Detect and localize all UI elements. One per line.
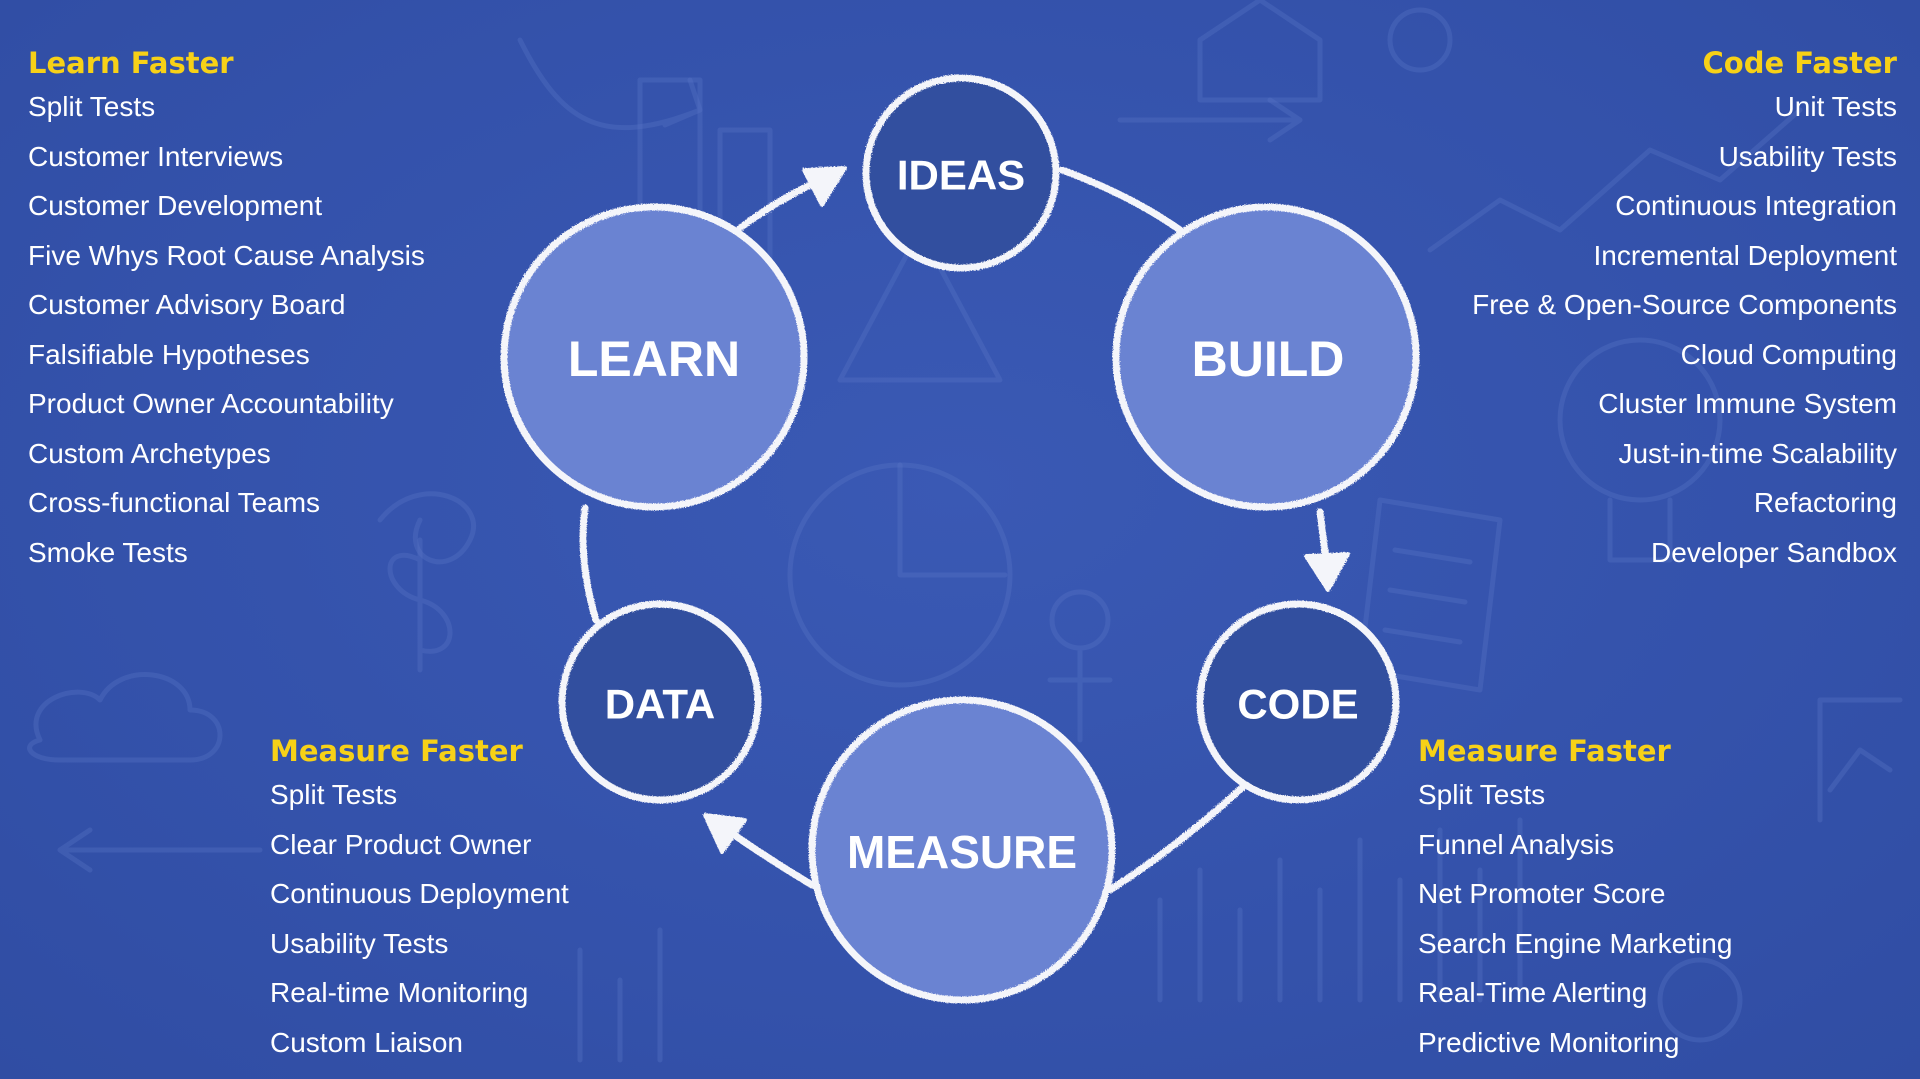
learn-faster-list: Split Tests Customer Interviews Customer…: [28, 90, 425, 585]
measure-faster-left-list: Split Tests Clear Product Owner Continuo…: [270, 778, 569, 1075]
measure-faster-right-title: Measure Faster: [1418, 734, 1671, 768]
measure-faster-right-block: Measure Faster Split Tests Funnel Analys…: [1418, 734, 1732, 1075]
doodle-swirl: [377, 491, 476, 565]
list-item: Unit Tests: [1774, 91, 1897, 122]
list-item: Free & Open-Source Components: [1472, 289, 1897, 320]
list-item: Custom Liaison: [270, 1026, 463, 1058]
node-measure-label: MEASURE: [847, 826, 1077, 878]
doodle-house: [1197, 0, 1323, 103]
doodle-bar-chart-right: [1157, 817, 1523, 1003]
doodle-pie: [787, 462, 1013, 688]
list-item: Cluster Immune System: [1598, 388, 1897, 419]
arrowhead-to-ideas-icon: [802, 166, 847, 207]
learn-faster-block: Learn Faster Split Tests Customer Interv…: [28, 46, 425, 585]
node-code-label: CODE: [1237, 681, 1358, 728]
list-item: Customer Advisory Board: [28, 289, 346, 320]
doodle-target: [1657, 957, 1743, 1043]
connector-code-measure: [1106, 781, 1249, 894]
measure-faster-left-title: Measure Faster: [270, 734, 523, 768]
doodle-document: [1357, 497, 1503, 693]
doodle-bar-chart: [637, 77, 773, 263]
doodle-cloud: [27, 672, 223, 763]
doodle-arrow-left: [57, 827, 263, 873]
code-faster-block: Code Faster Unit Tests Usability Tests C…: [1472, 46, 1897, 585]
node-measure-circle: [808, 696, 1116, 1004]
code-faster-title: Code Faster: [1702, 46, 1897, 80]
list-item: Split Tests: [270, 779, 398, 810]
node-data-circle: [558, 600, 762, 804]
code-faster-list: Unit Tests Usability Tests Continuous In…: [1472, 90, 1897, 585]
arrowhead-to-data-icon: [703, 813, 747, 854]
connector-data-learn: [579, 504, 600, 624]
list-item: Custom Archetypes: [28, 437, 271, 469]
doodle-gear: [1387, 7, 1453, 73]
node-ideas-label: IDEAS: [897, 152, 1025, 199]
list-item: Just-in-time Scalability: [1618, 437, 1897, 469]
connector-measure-data: [726, 828, 816, 889]
node-data-label: DATA: [605, 681, 715, 728]
doodle-bars-top: [577, 927, 663, 1063]
list-item: Predictive Monitoring: [1418, 1026, 1680, 1058]
doodle-arrow-right: [1117, 97, 1303, 143]
connector-build-code: [1316, 508, 1330, 564]
node-code-circle: [1196, 600, 1400, 804]
list-item: Refactoring: [1753, 487, 1897, 518]
list-item: Real-Time Alerting: [1418, 977, 1648, 1008]
list-item: Cloud Computing: [1680, 338, 1897, 370]
measure-faster-left-block: Measure Faster Split Tests Clear Product…: [270, 734, 569, 1075]
list-item: Real-time Monitoring: [270, 977, 529, 1008]
list-item: Smoke Tests: [28, 536, 188, 568]
connector-ideas-build: [1058, 166, 1184, 234]
list-item: Net Promoter Score: [1418, 878, 1666, 909]
node-learn-circle: [500, 203, 808, 511]
list-item: Split Tests: [28, 91, 156, 122]
list-item: Funnel Analysis: [1418, 828, 1615, 860]
list-item: Product Owner Accountability: [28, 388, 394, 419]
node-build-circle: [1112, 203, 1420, 511]
doodle-person: [1047, 589, 1113, 743]
list-item: Developer Sandbox: [1651, 536, 1897, 568]
list-item: Split Tests: [1418, 779, 1546, 810]
measure-faster-right-list: Split Tests Funnel Analysis Net Promoter…: [1418, 778, 1732, 1075]
list-item: Usability Tests: [1718, 140, 1897, 172]
list-item: Search Engine Marketing: [1418, 927, 1733, 959]
list-item: Continuous Deployment: [270, 878, 569, 909]
node-learn-label: LEARN: [568, 331, 740, 387]
list-item: Usability Tests: [270, 927, 449, 959]
doodle-line-graph: [1427, 107, 1803, 253]
list-item: Customer Interviews: [28, 140, 284, 172]
doodle-arrow-curve: [517, 37, 703, 131]
list-item: Falsifiable Hypotheses: [28, 338, 310, 370]
arrowhead-to-code-icon: [1304, 552, 1350, 592]
list-item: Five Whys Root Cause Analysis: [28, 239, 425, 271]
doodle-chart-right: [1817, 697, 1903, 823]
list-item: Cross-functional Teams: [28, 487, 321, 518]
list-item: Clear Product Owner: [270, 828, 532, 860]
doodle-dollar: [387, 537, 453, 673]
node-build-label: BUILD: [1192, 331, 1345, 387]
node-ideas-circle: [862, 74, 1060, 272]
learn-faster-title: Learn Faster: [28, 46, 234, 80]
doodle-flask: [837, 227, 1003, 383]
list-item: Customer Development: [28, 190, 323, 221]
doodle-lightbulb: [1557, 337, 1723, 563]
list-item: Incremental Deployment: [1593, 239, 1897, 271]
list-item: Continuous Integration: [1615, 190, 1897, 221]
